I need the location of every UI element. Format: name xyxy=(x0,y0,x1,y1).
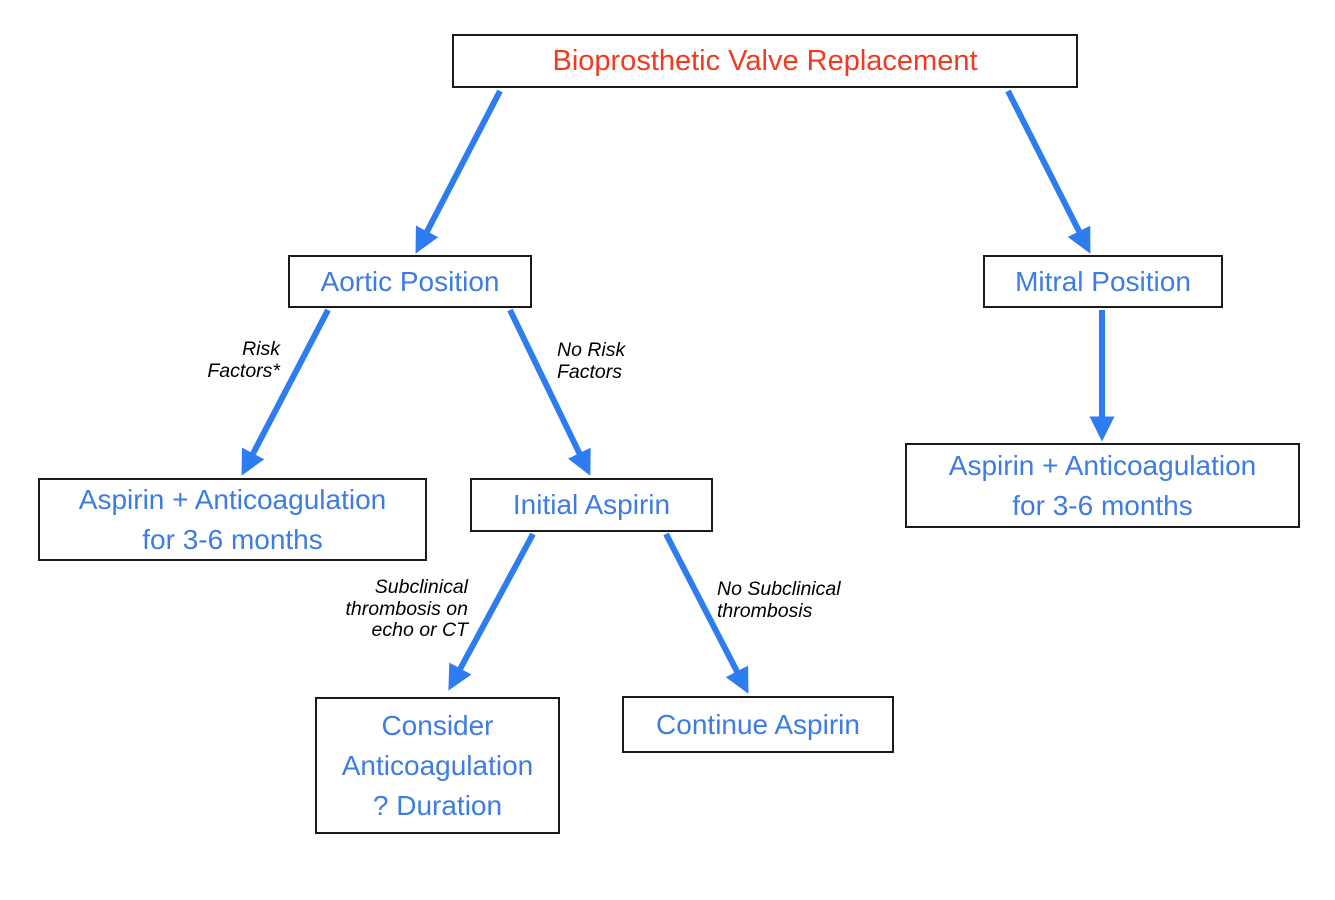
edge-root-to-mitral xyxy=(1005,89,1091,254)
edge-label-no-risk-factors: No Risk Factors xyxy=(557,339,626,383)
node-consider-anticoagulation: Consider Anticoagulation ? Duration xyxy=(315,697,560,834)
node-aortic-position: Aortic Position xyxy=(288,255,532,308)
node-continue-aspirin: Continue Aspirin xyxy=(622,696,894,753)
node-aspirin-anticoagulation-aortic: Aspirin + Anticoagulation for 3-6 months xyxy=(38,478,427,561)
edge-label-subclinical-thrombosis: Subclinical thrombosis on echo or CT xyxy=(345,576,468,641)
edge-initial-aspirin-to-consider-anticoagulation xyxy=(448,532,536,691)
edge-label-risk-factors: Risk Factors* xyxy=(207,338,280,382)
edge-aortic-to-initial-aspirin xyxy=(507,308,591,476)
node-bioprosthetic-valve-replacement: Bioprosthetic Valve Replacement xyxy=(452,34,1078,88)
node-aspirin-anticoagulation-mitral: Aspirin + Anticoagulation for 3-6 months xyxy=(905,443,1300,528)
edge-label-no-subclinical-thrombosis: No Subclinical thrombosis xyxy=(717,578,841,622)
edge-initial-aspirin-to-continue-aspirin xyxy=(663,532,749,694)
edge-root-to-aortic xyxy=(415,89,503,254)
node-initial-aspirin: Initial Aspirin xyxy=(470,478,713,532)
node-mitral-position: Mitral Position xyxy=(983,255,1223,308)
edge-aortic-to-aspirin-anticoagulation xyxy=(241,308,331,476)
